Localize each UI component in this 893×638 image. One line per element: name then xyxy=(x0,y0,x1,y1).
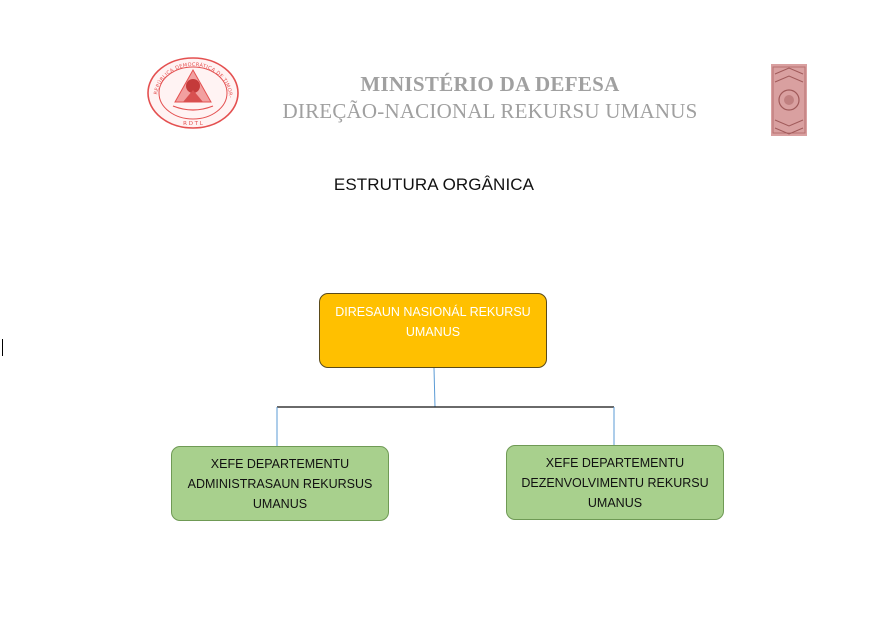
org-box-line: ADMINISTRASAUN REKURSUS xyxy=(187,476,373,491)
org-box-line: DEZENVOLVIMENTU REKURSU xyxy=(521,475,709,490)
document-title: ESTRUTURA ORGÂNICA xyxy=(333,175,535,194)
connector-top-vertical xyxy=(433,367,436,408)
directorate-name: DIREÇÃO-NACIONAL REKURSU UMANUS xyxy=(282,99,698,123)
org-box-national-directorate: DIRESAUN NASIONÁL REKURSU UMANUS xyxy=(319,293,547,368)
org-box-line: UMANUS xyxy=(587,495,643,510)
ministry-name: MINISTÉRIO DA DEFESA xyxy=(360,72,620,96)
org-box-administration-dept: XEFE DEPARTEMENTU ADMINISTRASAUN REKURSU… xyxy=(171,446,389,521)
org-box-line: UMANUS xyxy=(405,325,461,339)
text-cursor xyxy=(2,339,3,356)
org-box-line: DIRESAUN NASIONÁL REKURSU xyxy=(335,305,531,319)
org-box-line: UMANUS xyxy=(252,496,308,511)
tais-pattern-icon xyxy=(771,64,807,136)
org-box-line: XEFE DEPARTEMENTU xyxy=(210,456,350,471)
seal-abbrev: R D T L xyxy=(183,121,204,127)
org-box-development-dept: XEFE DEPARTEMENTU DEZENVOLVIMENTU REKURS… xyxy=(506,445,724,520)
coat-of-arms-seal-icon: REPÚBLICA DEMOCRÁTICA DE TIMOR-LESTE R D… xyxy=(145,56,239,129)
org-box-line: XEFE DEPARTEMENTU xyxy=(545,455,685,470)
